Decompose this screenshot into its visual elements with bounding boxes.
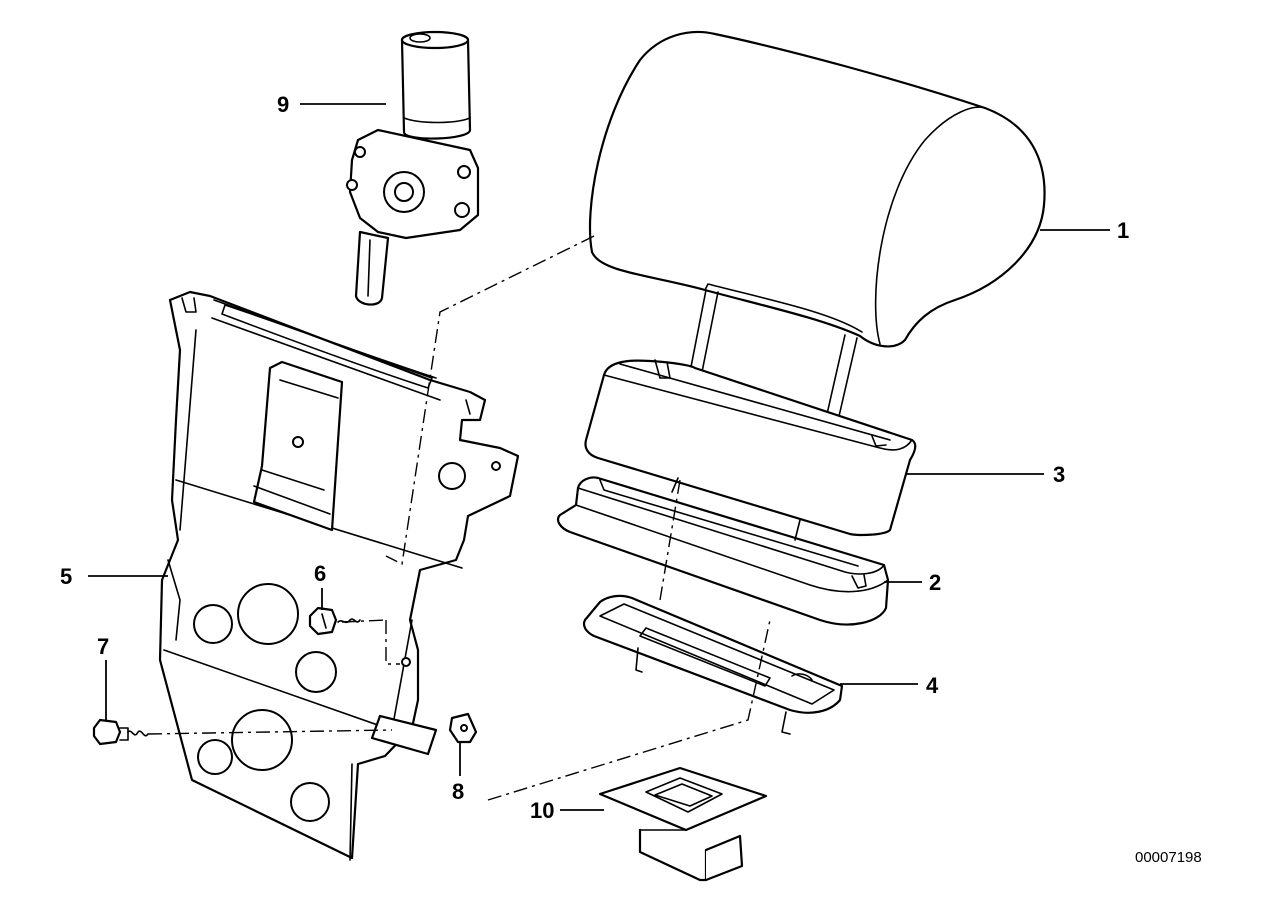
- part-6-nut: [308, 606, 361, 636]
- callout-1: 1: [1117, 218, 1129, 243]
- callout-4: 4: [926, 673, 939, 698]
- part-1-headrest-cushion: [588, 30, 1046, 348]
- callout-3: 3: [1053, 462, 1065, 487]
- part-10-lower-bezel: [598, 766, 768, 882]
- assembly-lines: [147, 235, 771, 801]
- callout-9: 9: [277, 92, 289, 117]
- callout-6: 6: [314, 561, 326, 586]
- part-7-bolt: [92, 718, 149, 746]
- callout-5: 5: [60, 564, 72, 589]
- callout-8: 8: [452, 779, 464, 804]
- part-3-upper-guide-cover: [584, 359, 917, 537]
- callout-10: 10: [530, 798, 554, 823]
- leader-lines: [88, 103, 1110, 811]
- part-2-lower-guide-housing: [556, 476, 890, 626]
- part-4-trim-bezel-plate: [582, 594, 844, 735]
- callout-2: 2: [929, 570, 941, 595]
- part-8-clip-nut: [448, 712, 478, 744]
- callout-labels: 1 2 3 4 5 6 7 8 9 10: [60, 92, 1129, 823]
- callout-7: 7: [97, 634, 109, 659]
- part-9-actuator-motor: [346, 30, 480, 306]
- part-5-carrier-bracket: [158, 290, 520, 861]
- diagram-reference-number: 00007198: [1135, 849, 1202, 866]
